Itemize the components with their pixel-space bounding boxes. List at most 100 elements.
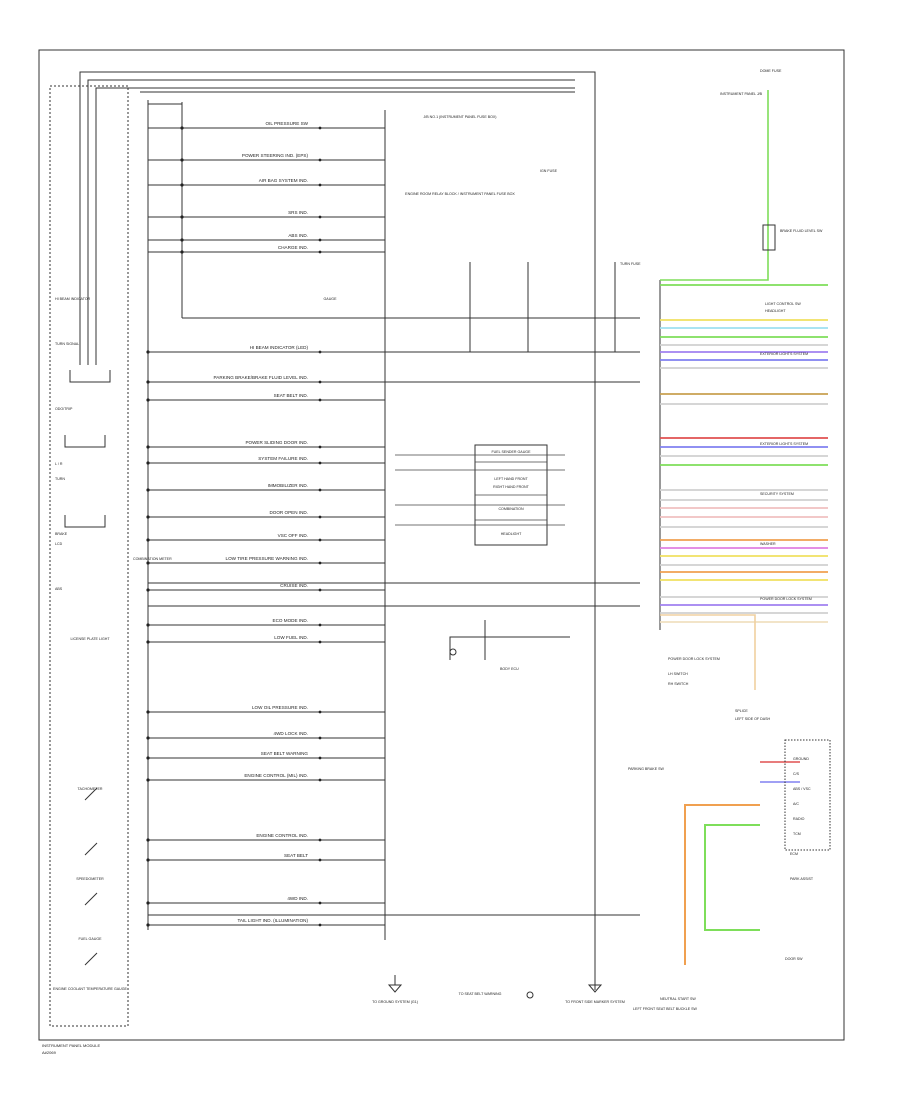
right-label-cs: C/S xyxy=(793,772,800,776)
splice-dot xyxy=(146,538,150,542)
left-small-label: HI BEAM INDICATOR xyxy=(55,297,91,301)
pin-dot xyxy=(318,858,322,862)
signal-lines xyxy=(146,126,385,927)
right-label-splice: SPLICE xyxy=(735,709,748,713)
colored-wires xyxy=(660,284,828,783)
right-label-lh_switch: LH SWITCH xyxy=(668,672,688,676)
pin-dot xyxy=(318,215,322,219)
right-label-ext_lights: EXTERIOR LIGHTS SYSTEM xyxy=(760,352,808,356)
splice-dot xyxy=(180,215,184,219)
gauge-label: GAUGE xyxy=(324,297,338,301)
right-label-ground: GROUND xyxy=(793,757,809,761)
pin-dot xyxy=(318,183,322,187)
footer-code: A#2069 xyxy=(42,1050,57,1055)
bottom-label-b1: TO GROUND SYSTEM (G1) xyxy=(372,1000,418,1004)
pin-dot xyxy=(318,623,322,627)
signal-label: IMMOBILIZER IND. xyxy=(268,483,308,488)
splice-dot xyxy=(180,158,184,162)
switch-bracket xyxy=(69,370,111,383)
signal-label: POWER SLIDING DOOR IND. xyxy=(245,440,308,445)
gauge-needle xyxy=(84,952,98,966)
right-label-ext_lights2: EXTERIOR LIGHTS SYSTEM xyxy=(760,442,808,446)
center-block-row: LEFT HAND FRONT xyxy=(494,477,528,481)
pin-dot xyxy=(318,640,322,644)
right-label-security: SECURITY SYSTEM xyxy=(760,492,794,496)
signal-label: PARKING BRAKE/BRAKE FLUID LEVEL IND. xyxy=(214,375,308,380)
right-label-door_sw: DOOR SW xyxy=(785,957,803,961)
gauge-needle xyxy=(84,787,98,801)
splice-dot xyxy=(146,838,150,842)
ign-fuse-label: IGN FUSE xyxy=(540,169,558,173)
signal-label: 4WD IND. xyxy=(287,896,308,901)
signal-label: DOOR OPEN IND. xyxy=(269,510,308,515)
switch-bracket xyxy=(64,515,106,528)
splice-dot xyxy=(146,710,150,714)
signal-label: HI BEAM INDICATOR (LED) xyxy=(250,345,309,350)
green-wire-bottom xyxy=(704,824,760,931)
pin-dot xyxy=(318,461,322,465)
signal-label: LOW TIRE PRESSURE WARNING IND. xyxy=(226,556,308,561)
right-label-tcm: TCM xyxy=(793,832,801,836)
center-block-row: HEADLIGHT xyxy=(501,532,522,536)
ecu-label: BODY ECU xyxy=(500,667,519,671)
signal-label: ENGINE CONTROL IND. xyxy=(256,833,308,838)
relay-box-label: J/B NO.1 (INSTRUMENT PANEL FUSE BOX) xyxy=(423,115,496,119)
pin-dot xyxy=(318,923,322,927)
right-label-abs_conn: ABS / VSC xyxy=(793,787,811,791)
diagram-border xyxy=(38,49,845,1041)
left-indicator-speedo: SPEEDOMETER xyxy=(76,877,104,881)
splice-dot xyxy=(146,461,150,465)
pin-dot xyxy=(318,838,322,842)
center-block-row: COMBINATION xyxy=(498,507,523,511)
pin-dot xyxy=(318,380,322,384)
signal-label: LOW FUEL IND. xyxy=(274,635,308,640)
green-wire-top xyxy=(660,90,769,281)
right-label-mirror: PARK ASSIST xyxy=(790,877,814,881)
pin-dot xyxy=(318,126,322,130)
splice-dot xyxy=(146,380,150,384)
right-label-headlight: HEADLIGHT xyxy=(765,309,786,313)
right-label-parking: PARKING BRAKE SW xyxy=(628,767,664,771)
signal-label: 4WD LOCK IND. xyxy=(274,731,308,736)
signal-label: SEAT BELT WARNING xyxy=(261,751,309,756)
brake-fluid-switch xyxy=(762,224,776,251)
signal-label: SEAT BELT IND. xyxy=(274,393,308,398)
feed-wire-2 xyxy=(87,79,575,365)
right-label-ac_conn: A/C xyxy=(793,802,799,806)
gauge-needle xyxy=(84,842,98,856)
feed-wire-1 xyxy=(79,71,596,990)
signal-label: AIR BAG SYSTEM IND. xyxy=(259,178,308,183)
pin-dot xyxy=(318,238,322,242)
signal-label: SYSTEM FAILURE IND. xyxy=(258,456,308,461)
left-small-label: TURN SIGNAL xyxy=(55,342,79,346)
right-label-neutral_sw: NEUTRAL START SW xyxy=(660,997,696,1001)
splice-dot xyxy=(146,398,150,402)
ground-branch xyxy=(449,636,570,660)
tan-wire xyxy=(660,614,756,690)
pin-dot xyxy=(318,778,322,782)
pin-dot xyxy=(318,756,322,760)
right-label-note: LEFT SIDE OF DASH xyxy=(735,717,770,721)
pin-dot xyxy=(318,488,322,492)
ground-symbol-1 xyxy=(387,975,403,993)
left-small-label: ABS xyxy=(55,587,63,591)
splice-dot xyxy=(146,488,150,492)
splice-dot xyxy=(180,238,184,242)
splice-dot xyxy=(180,250,184,254)
splice-dot xyxy=(180,126,184,130)
bottom-label-b4: LEFT FRONT SEAT BELT BUCKLE SW xyxy=(633,1007,698,1011)
pin-dot xyxy=(318,710,322,714)
signal-label: POWER STEERING IND. (EPS) xyxy=(242,153,309,158)
feed-wire-3 xyxy=(95,87,575,365)
ground-circle xyxy=(449,648,457,656)
pin-dot xyxy=(318,736,322,740)
right-bottom-connector xyxy=(784,739,831,851)
signal-label: OIL PRESSURE SW xyxy=(266,121,309,126)
footer-left-label: INSTRUMENT PANEL MODULE xyxy=(42,1043,100,1048)
pin-dot xyxy=(318,158,322,162)
right-label-top_block: INSTRUMENT PANEL J/B xyxy=(720,92,763,96)
center-block-row: RIGHT HAND FRONT xyxy=(493,485,529,489)
right-label-top_fuse: DOME FUSE xyxy=(760,69,782,73)
